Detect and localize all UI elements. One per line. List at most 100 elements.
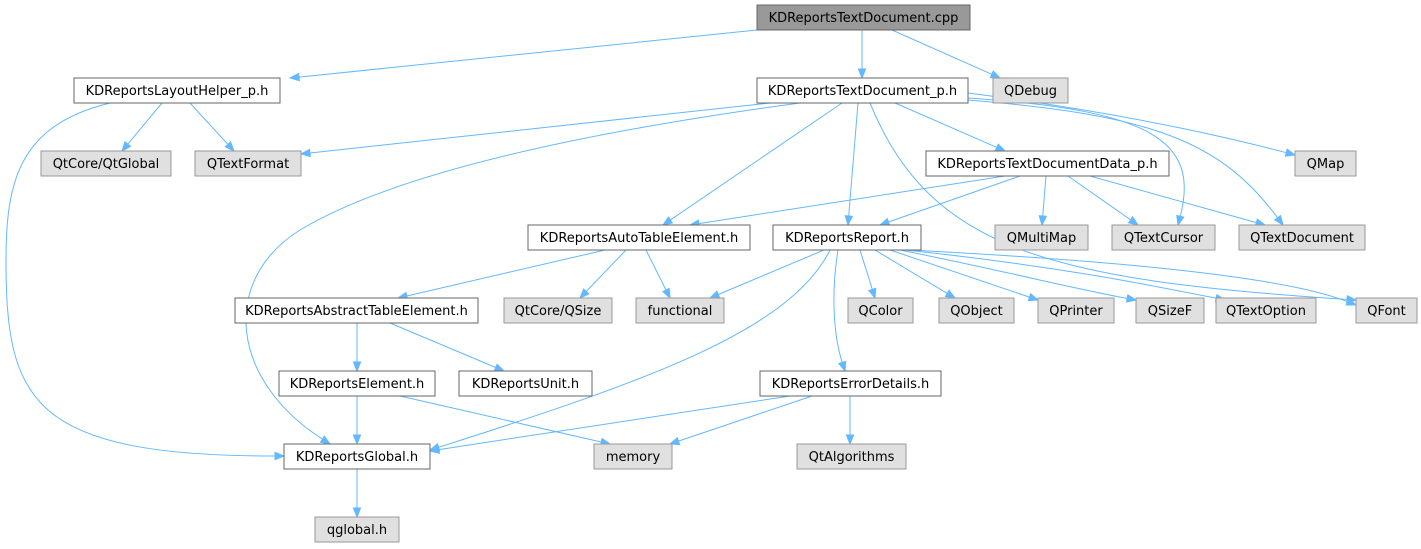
node-box [772,224,922,251]
edge-textdoc_p-to-global [245,102,801,445]
edge-line [1067,175,1131,221]
edge-report-to-qsizef [899,249,1138,303]
arrowhead [352,361,362,373]
node-layouthelper[interactable]: KDReportsLayoutHelper_p.h [73,77,281,104]
node-box [847,297,914,324]
edge-line [894,102,997,148]
arrowhead [844,215,854,227]
node-memory: memory [593,443,673,470]
arrowhead [1345,297,1358,306]
edge-line [309,102,771,154]
node-box [1135,297,1205,324]
arrowhead [1027,292,1040,302]
arrowhead [319,435,332,445]
node-qtalgorithms: QtAlgorithms [796,443,907,470]
edge-textdoc_cpp-to-layouthelper [288,29,758,82]
arrowhead [878,217,891,226]
edge-line [967,97,1185,217]
node-label: KDReportsTextDocument.cpp [769,11,959,26]
node-report[interactable]: KDReportsReport.h [772,224,922,251]
edge-line [874,249,948,294]
edge-layouthelper-to-qtglobal [121,102,163,153]
node-textdocdata[interactable]: KDReportsTextDocumentData_p.h [925,150,1170,177]
node-textdoc_cpp[interactable]: KDReportsTextDocument.cpp [756,4,971,31]
arrowhead [1284,148,1297,157]
edge-textdocdata-to-report [878,175,1021,226]
edge-line [678,395,813,442]
node-label: memory [606,450,661,465]
edge-textdoc_p-to-qtextformat [299,102,771,158]
edge-autotable-to-abstracttable [396,249,606,301]
edge-element-to-memory [399,395,612,447]
edge-line [891,29,993,75]
node-autotable[interactable]: KDReportsAutoTableElement.h [527,224,751,251]
node-label: QtCore/QtGlobal [53,157,160,172]
edge-abstracttable-to-unit [389,322,506,372]
edge-textdocdata-to-qtextcursor [1067,175,1140,226]
edge-line [5,102,276,457]
node-label: QTextCursor [1124,231,1204,246]
edge-line [899,249,1128,299]
node-label: KDReportsAbstractTableElement.h [245,304,468,319]
node-label: KDReportsReport.h [785,231,909,246]
node-box [314,516,400,543]
edge-line [127,102,163,145]
edge-line [698,175,1006,225]
edge-report-to-qprinter [889,249,1040,302]
arrowhead [1176,214,1185,227]
node-box [756,4,971,31]
node-qmultimap: QMultiMap [994,224,1089,251]
edge-line [1089,175,1257,224]
arrowhead [661,287,671,300]
edge-line [585,249,627,292]
node-box [283,443,431,470]
node-box [796,443,907,470]
arrowhead [352,507,362,519]
node-label: KDReportsLayoutHelper_p.h [86,84,269,99]
edge-line [909,249,1348,303]
node-label: QObject [950,304,1003,319]
edge-line [848,102,859,217]
node-box [593,443,673,470]
node-qprinter: QPrinter [1037,297,1115,324]
arrowhead [579,288,590,299]
node-qdebug: QDebug [992,77,1069,104]
node-functional: functional [635,297,725,324]
node-global[interactable]: KDReportsGlobal.h [283,443,431,470]
edge-report-to-qtextoption [904,249,1227,303]
edge-line [189,102,229,145]
node-errordetails[interactable]: KDReportsErrorDetails.h [759,370,942,397]
node-box [40,150,172,177]
edge-abstracttable-to-element [352,323,362,373]
arrowhead [668,436,681,446]
node-unit[interactable]: KDReportsUnit.h [458,370,593,397]
node-abstracttable[interactable]: KDReportsAbstractTableElement.h [234,297,479,324]
node-qglobal: qglobal.h [314,516,400,543]
edge-element-to-global [352,396,362,446]
edge-line [718,249,825,295]
node-box [1215,297,1317,324]
edge-textdoc_cpp-to-qdebug [891,29,1002,79]
node-element[interactable]: KDReportsElement.h [278,370,436,397]
edge-line [438,395,791,451]
edge-errordetails-to-memory [668,395,813,446]
edge-errordetails-to-global [428,395,791,454]
node-box [1037,297,1115,324]
node-label: KDReportsTextDocumentData_p.h [937,157,1157,172]
node-qcolor: QColor [847,297,914,324]
node-qtextcursor: QTextCursor [1111,224,1216,251]
edge-report-to-errordetails [833,249,847,373]
node-box [1238,224,1366,251]
node-box [1294,150,1357,177]
edge-report-to-qfont [909,249,1358,306]
node-box [938,297,1015,324]
node-label: QDebug [1004,84,1057,99]
node-textdoc_p[interactable]: KDReportsTextDocument_p.h [756,77,969,104]
node-box [925,150,1170,177]
edge-errordetails-to-qtalgorithms [845,396,855,446]
node-box [756,77,969,104]
node-qtglobal: QtCore/QtGlobal [40,150,172,177]
node-label: QMap [1307,157,1345,172]
nodes-layer: KDReportsTextDocument.cppKDReportsLayout… [40,4,1418,543]
arrowhead [1125,294,1138,303]
